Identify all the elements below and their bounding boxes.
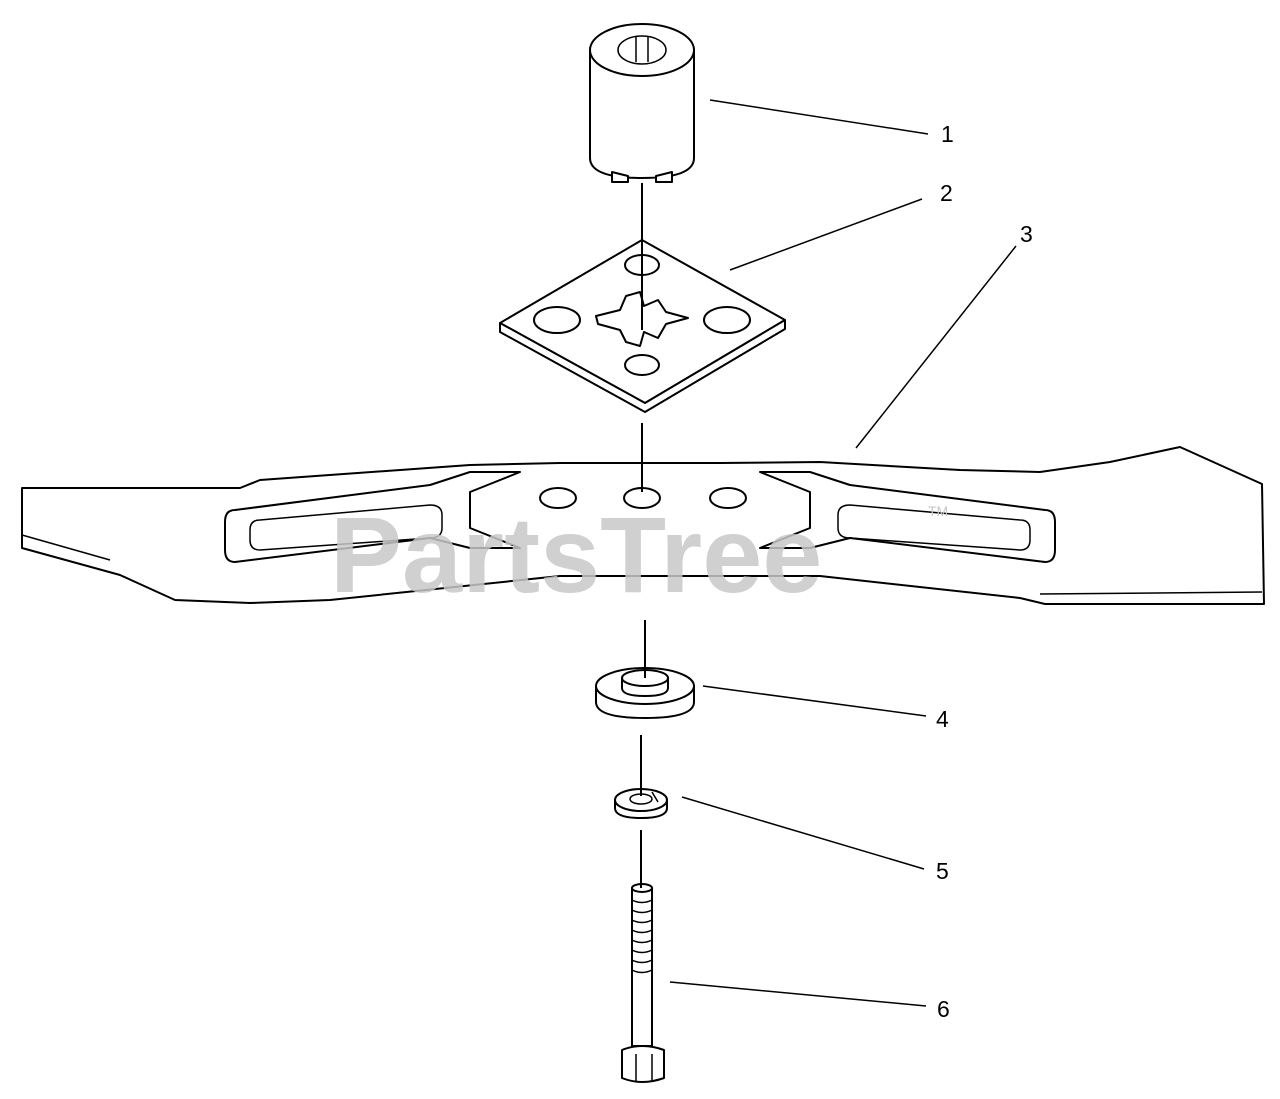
callout-5: 5: [936, 858, 949, 884]
callout-3: 3: [1020, 221, 1033, 247]
part-4-spacer[interactable]: [595, 667, 695, 719]
watermark: PartsTree TM: [330, 494, 948, 615]
callout-1: 1: [941, 121, 954, 147]
callout-6: 6: [937, 996, 950, 1022]
part-5-lock-washer[interactable]: [614, 788, 668, 819]
callout-2: 2: [940, 180, 953, 206]
assembly-axis: [640, 183, 646, 888]
watermark-trademark: TM: [928, 503, 948, 519]
part-3-blade[interactable]: [21, 446, 1265, 605]
part-1-adapter[interactable]: [589, 23, 695, 183]
part-6-bolt[interactable]: [621, 883, 665, 1083]
callouts: 1 2 3 4 5 6: [936, 121, 1033, 1022]
callout-4: 4: [936, 706, 949, 732]
leader-lines: [669, 99, 1017, 1007]
watermark-text: PartsTree: [330, 494, 822, 615]
